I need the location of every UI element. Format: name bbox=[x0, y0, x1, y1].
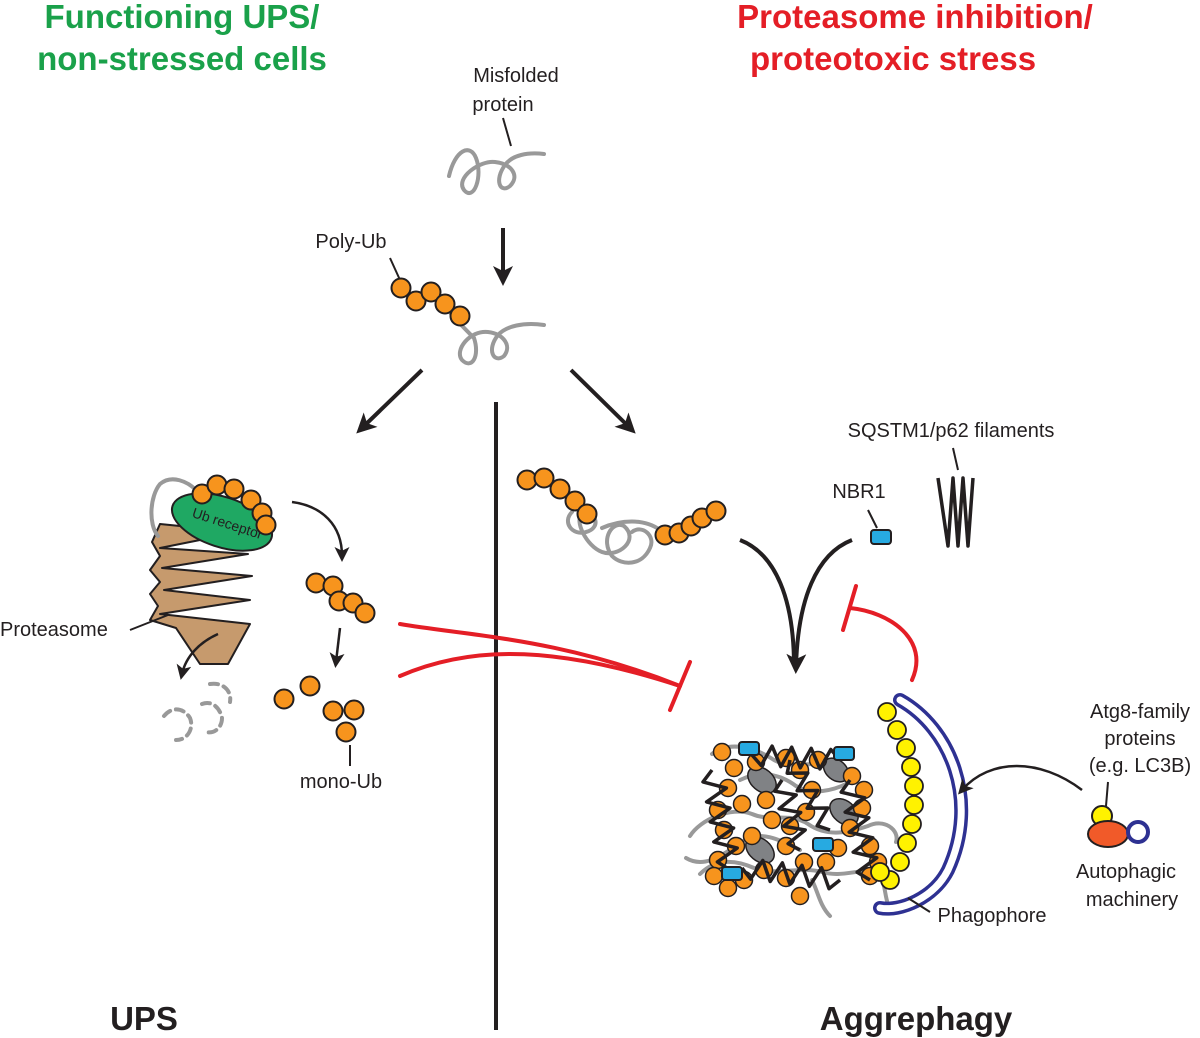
lc3-bead bbox=[902, 814, 922, 834]
substrate-strand-icon bbox=[149, 477, 198, 538]
misfolded-protein-icon bbox=[447, 148, 546, 195]
phagophore-lumen bbox=[876, 696, 965, 913]
aggregate-ub bbox=[756, 790, 776, 810]
aggregate-ub bbox=[742, 826, 762, 846]
aggregate-p62-filament bbox=[701, 768, 739, 872]
atg8-label-line2: proteins bbox=[1104, 728, 1175, 750]
aggregate-p62-filament bbox=[785, 759, 831, 832]
autophagic-ring-icon bbox=[1126, 820, 1150, 844]
proteasome-icon bbox=[149, 523, 253, 665]
arrow-to-peptides bbox=[176, 632, 219, 680]
peptide-fragments-icon bbox=[162, 681, 233, 742]
aggregate-ub bbox=[732, 794, 752, 814]
misfolded-label-line1: Misfolded bbox=[473, 65, 559, 87]
nbr1-icon bbox=[870, 529, 892, 545]
atg8-label-line3: (e.g. LC3B) bbox=[1089, 755, 1191, 777]
aggregate-ub bbox=[762, 810, 782, 830]
sqstm1-leader bbox=[952, 447, 959, 471]
arrow-to-ups bbox=[356, 368, 424, 434]
lc3-column bbox=[870, 702, 924, 890]
lc3-bead bbox=[904, 776, 924, 796]
left-heading-line2: non-stressed cells bbox=[37, 40, 327, 77]
mono-ub-set bbox=[273, 675, 365, 743]
autophagic-label-line2: machinery bbox=[1086, 889, 1178, 911]
left-heading-line1: Functioning UPS/ bbox=[45, 0, 320, 35]
arrow-to-aggrephagy bbox=[569, 368, 636, 434]
poly-ub-chain bbox=[390, 277, 471, 327]
autophagic-label-line1: Autophagic bbox=[1076, 861, 1176, 883]
mono-ub-label: mono-Ub bbox=[300, 771, 382, 793]
lc3-bead bbox=[870, 862, 890, 882]
inhibition-from-phagophore bbox=[841, 584, 919, 682]
aggregate-p62-filament bbox=[750, 744, 842, 771]
sqstm1-filament-icon bbox=[936, 476, 975, 548]
phagophore-leader bbox=[907, 897, 931, 913]
inhibition-from-ups bbox=[398, 622, 692, 712]
proteasome-label: Proteasome bbox=[0, 619, 108, 641]
phagophore-label: Phagophore bbox=[938, 905, 1047, 927]
lc3-bead bbox=[897, 833, 917, 853]
polyub-protein-icon bbox=[446, 308, 546, 366]
aggregate-ub bbox=[790, 886, 810, 906]
aggregate-p62-filament bbox=[740, 858, 842, 891]
arrow-release-ub bbox=[291, 500, 350, 562]
aggregate-ub bbox=[704, 866, 724, 886]
aggregate-ub bbox=[842, 766, 862, 786]
lc3-bead bbox=[904, 795, 924, 815]
footer-aggrephagy: Aggrephagy bbox=[820, 1000, 1013, 1037]
aggregate-p62-filament bbox=[772, 779, 807, 852]
aggregate-ub bbox=[718, 878, 738, 898]
nbr1-label: NBR1 bbox=[832, 481, 885, 503]
right-heading-line2: proteotoxic stress bbox=[750, 40, 1036, 77]
arrow-left-convergence bbox=[739, 538, 796, 667]
arrow-to-mono-ub bbox=[329, 627, 345, 668]
protein-aggregate bbox=[684, 741, 899, 918]
nbr1-leader bbox=[867, 509, 878, 529]
autophagic-red-component-icon bbox=[1087, 820, 1129, 848]
receptor-ub-chain bbox=[191, 474, 277, 536]
atg8-label-line1: Atg8-family bbox=[1090, 701, 1190, 723]
lc3-bead bbox=[901, 757, 921, 777]
lc3-bead bbox=[887, 720, 907, 740]
aggregate-p62-filament bbox=[839, 778, 879, 882]
misfolded-label-line2: protein bbox=[472, 94, 533, 116]
aggregate-ub bbox=[712, 742, 732, 762]
aggregate-ub bbox=[724, 758, 744, 778]
arrow-autophagic-to-phagophore bbox=[958, 764, 1083, 795]
poly-ub-label: Poly-Ub bbox=[315, 231, 386, 253]
lc3-bead bbox=[890, 852, 910, 872]
lc3-bead bbox=[877, 702, 897, 722]
proteasome-leader bbox=[129, 614, 169, 631]
right-heading-line1: Proteasome inhibition/ bbox=[737, 0, 1093, 35]
sqstm1-label: SQSTM1/p62 filaments bbox=[848, 420, 1055, 442]
poly-ub-leader bbox=[389, 257, 401, 281]
atg8-leader bbox=[1105, 781, 1109, 807]
ubiquitinated-aggregate-protein bbox=[516, 467, 727, 565]
misfolded-leader bbox=[502, 117, 512, 147]
footer-ups: UPS bbox=[110, 1000, 178, 1037]
arrow-right-convergence bbox=[786, 538, 853, 674]
released-ub-chain bbox=[305, 572, 376, 624]
lc3-bead bbox=[896, 738, 916, 758]
